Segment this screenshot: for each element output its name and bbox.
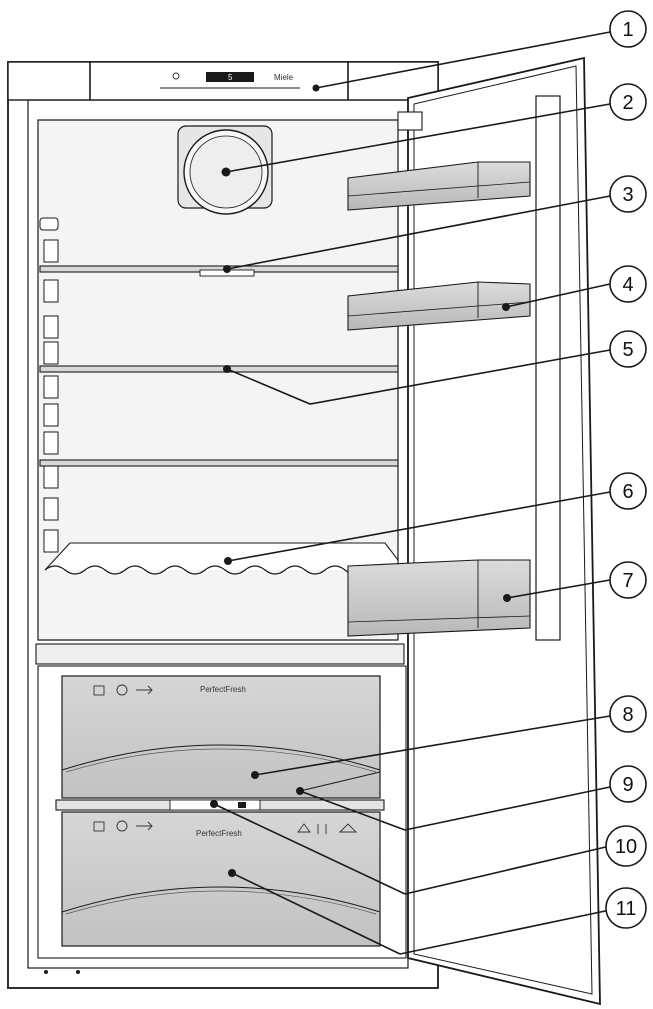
svg-text:10: 10 xyxy=(615,836,637,858)
svg-text:7: 7 xyxy=(622,570,633,592)
callout-2: 2 xyxy=(609,83,647,121)
callout-10: 10 xyxy=(605,825,647,867)
base-foot-right xyxy=(76,970,80,974)
drawer-lower: PerfectFresh xyxy=(61,811,381,947)
callout-6: 6 xyxy=(609,472,647,510)
drawer-lower-icon-b xyxy=(116,820,128,832)
fridge-compartment xyxy=(35,119,405,665)
door-bin-bottom xyxy=(347,559,531,637)
svg-text:6: 6 xyxy=(622,481,633,503)
drawer-lower-label: PerfectFresh xyxy=(196,829,242,838)
door xyxy=(347,56,601,1006)
svg-text:5: 5 xyxy=(622,339,633,361)
svg-text:11: 11 xyxy=(616,898,637,920)
drawer-upper: PerfectFresh xyxy=(61,675,381,799)
drawer-upper-label: PerfectFresh xyxy=(200,685,246,694)
callout-8: 8 xyxy=(609,695,647,733)
control-display xyxy=(206,72,254,82)
door-bin-middle xyxy=(347,281,531,331)
glass-shelf-lower xyxy=(39,459,399,467)
callout-3: 3 xyxy=(609,175,647,213)
svg-text:9: 9 xyxy=(622,774,633,796)
glass-shelf-upper xyxy=(39,265,399,277)
svg-text:2: 2 xyxy=(622,92,633,114)
drawer-upper-icon-a xyxy=(93,685,105,696)
door-hinge xyxy=(397,111,423,131)
glass-shelf-middle xyxy=(39,365,399,373)
control-panel-brand: Miele xyxy=(274,73,294,82)
compartment-floor xyxy=(35,643,405,665)
shelf-supports xyxy=(39,217,59,553)
drawer-upper-icon-b xyxy=(116,684,128,696)
base-foot-left xyxy=(44,970,48,974)
fan-unit xyxy=(177,125,273,215)
callout-5: 5 xyxy=(609,330,647,368)
callout-1: 1 xyxy=(609,10,647,48)
svg-text:1: 1 xyxy=(622,19,633,41)
callout-9: 9 xyxy=(609,765,647,803)
leader-lines xyxy=(213,31,611,955)
callout-4: 4 xyxy=(609,265,647,303)
drawer-lower-icon-d xyxy=(297,823,358,834)
power-icon xyxy=(172,72,180,80)
svg-text:3: 3 xyxy=(622,184,633,206)
control-display-value: 5 xyxy=(228,73,233,82)
drawer-upper-icon-c xyxy=(136,685,153,695)
control-panel: 5 Miele xyxy=(7,61,439,101)
interior-back-wall xyxy=(37,119,399,641)
door-bin-rail xyxy=(535,95,561,641)
drawer-area: PerfectFresh PerfectFresh xyxy=(37,665,407,974)
svg-text:4: 4 xyxy=(622,274,633,296)
callout-11: 11 xyxy=(605,887,647,929)
drawer-lower-icon-a xyxy=(93,821,105,832)
svg-text:8: 8 xyxy=(622,704,633,726)
door-bin-top xyxy=(347,161,531,211)
drawer-lower-icon-c xyxy=(136,821,153,831)
callout-7: 7 xyxy=(609,561,647,599)
bottle-shelf xyxy=(44,542,399,575)
door-inner-edge xyxy=(413,65,593,995)
